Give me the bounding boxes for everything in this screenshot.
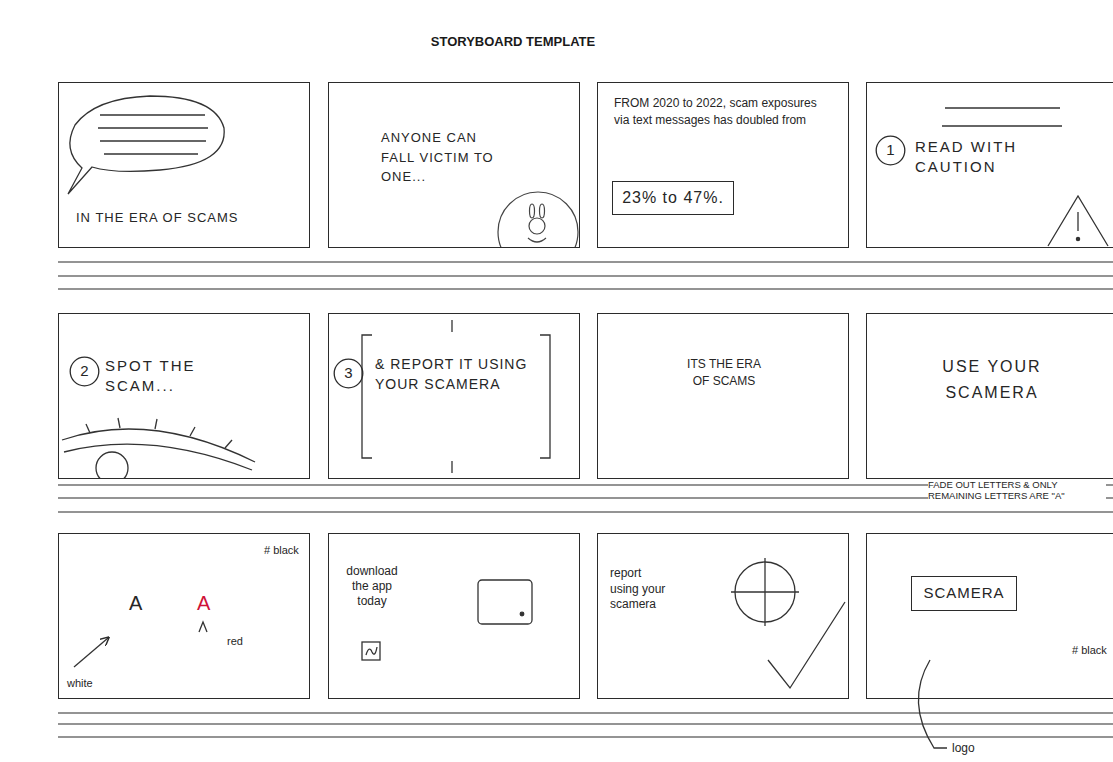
camera-viewfinder <box>731 558 845 688</box>
eye-sketch <box>155 419 157 429</box>
step-circle: 2 <box>69 356 100 387</box>
speech-bubble <box>104 153 198 154</box>
colour-note: # black <box>1072 644 1108 658</box>
story-panel: ANYONE CAN FALL VICTIM TO ONE... <box>328 82 580 248</box>
app-icon <box>366 647 377 655</box>
circle-outline <box>70 357 99 386</box>
victim-icon <box>529 218 545 234</box>
bracket <box>362 320 550 473</box>
panel-caption: FROM 2020 to 2022, scam exposures via te… <box>614 95 832 129</box>
colour-arrow <box>74 622 207 667</box>
circle-outline <box>334 359 363 388</box>
caution-sign <box>1077 212 1078 231</box>
step-number: 1 <box>886 140 894 160</box>
colour-arrow <box>199 622 207 632</box>
caution-sign <box>942 108 1108 246</box>
caution-sign <box>942 125 1062 126</box>
panel-caption: USE YOUR SCAMERA <box>897 354 1087 405</box>
app-icon <box>478 580 532 624</box>
victim-icon <box>540 204 545 218</box>
panel-caption: ITS THE ERA OF SCAMS <box>684 356 764 390</box>
story-panel: IN THE ERA OF SCAMS <box>58 82 310 248</box>
statistic-text: 23% to 47%. <box>622 187 724 209</box>
victim-icon <box>530 204 535 218</box>
step-circle: 1 <box>875 135 906 166</box>
bracket <box>451 320 452 332</box>
letter-a: A <box>197 590 210 617</box>
victim-icon <box>498 192 578 248</box>
camera-viewfinder <box>768 602 845 688</box>
camera-viewfinder <box>764 558 765 626</box>
step-number: 3 <box>344 363 352 383</box>
colour-note: red <box>227 634 243 649</box>
caution-sign <box>1076 237 1079 240</box>
app-icon <box>520 612 524 616</box>
story-panel: download the app today <box>328 533 580 699</box>
leader-line <box>918 660 947 748</box>
writing-lines <box>58 511 1113 512</box>
circle-outline <box>876 136 905 165</box>
colour-note: # black <box>264 544 300 558</box>
leader-line <box>918 660 947 748</box>
speech-bubble <box>100 114 205 115</box>
panel-caption: SPOT THE SCAM... <box>105 356 230 397</box>
story-panel: A A # black white red <box>58 533 310 699</box>
writing-lines <box>58 262 1113 737</box>
writing-lines <box>58 736 1113 737</box>
speech-bubble <box>68 96 224 194</box>
panel-caption: & REPORT IT USING YOUR SCAMERA <box>375 354 535 395</box>
logo-box: SCAMERA <box>911 576 1017 611</box>
letter-a: A <box>129 590 142 617</box>
logo-text: SCAMERA <box>923 583 1004 603</box>
eye-sketch <box>118 418 120 428</box>
caution-sign <box>945 107 1060 108</box>
story-panel: 23% to 47%. FROM 2020 to 2022, scam expos… <box>597 82 849 248</box>
writing-lines <box>58 712 1113 713</box>
app-icon <box>362 642 380 660</box>
story-panel: USE YOUR SCAMERA <box>866 313 1113 479</box>
animation-note: FADE OUT LETTERS & ONLY REMAINING LETTER… <box>928 480 1106 502</box>
victim-icon <box>498 192 578 248</box>
bracket <box>451 461 452 473</box>
caution-sign <box>1048 196 1108 246</box>
victim-icon <box>528 238 546 242</box>
page-title: STORYBOARD TEMPLATE <box>413 34 613 49</box>
step-circle: 3 <box>333 358 364 389</box>
writing-lines <box>58 288 1113 289</box>
writing-lines <box>58 723 1113 724</box>
bracket <box>540 335 550 458</box>
eye-sketch <box>64 444 252 470</box>
eye-sketch <box>225 440 232 448</box>
speech-bubble <box>100 140 206 141</box>
panel-caption: download the app today <box>339 564 405 609</box>
panel-caption: report using your scamera <box>610 566 672 613</box>
story-panel: 1 READ WITH CAUTION <box>866 82 1113 248</box>
speech-bubble <box>98 127 208 128</box>
eye-sketch <box>62 418 255 479</box>
writing-lines <box>58 275 1113 276</box>
eye-sketch <box>96 452 128 479</box>
colour-note: white <box>67 676 93 691</box>
step-number: 2 <box>80 361 88 381</box>
panel-caption: IN THE ERA OF SCAMS <box>76 209 286 227</box>
story-panel: 2 SPOT THE SCAM... <box>58 313 310 479</box>
logo-note: logo <box>952 741 975 755</box>
colour-arrow <box>74 638 108 667</box>
eye-sketch <box>86 424 90 433</box>
statistic-box: 23% to 47%. <box>612 181 734 215</box>
story-panel: 3 & REPORT IT USING YOUR SCAMERA <box>328 313 580 479</box>
panel-caption: READ WITH CAUTION <box>915 137 1050 178</box>
eye-sketch <box>190 427 195 436</box>
writing-lines <box>58 261 1113 262</box>
bracket <box>362 335 372 458</box>
story-panel: report using your scamera <box>597 533 849 699</box>
speech-bubble <box>68 96 224 194</box>
panel-caption: ANYONE CAN FALL VICTIM TO ONE... <box>381 128 506 187</box>
story-panel: ITS THE ERA OF SCAMS <box>597 313 849 479</box>
story-panel: SCAMERA # black <box>866 533 1113 699</box>
